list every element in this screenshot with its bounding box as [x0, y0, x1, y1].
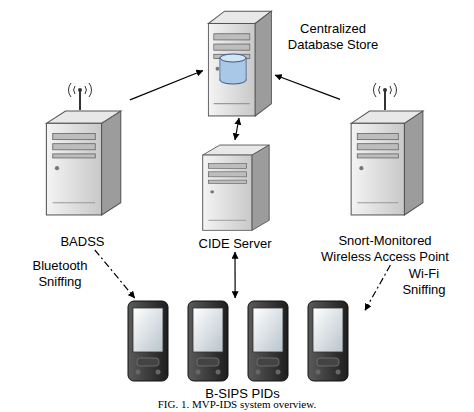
sniffing-link — [365, 265, 390, 310]
pda-icon — [188, 301, 228, 381]
node-box: Centralized Database Store — [203, 5, 275, 118]
node-label: B-SIPS PIDs — [120, 386, 365, 402]
node-label: CIDE Server — [185, 236, 285, 252]
database-cylinder — [220, 54, 246, 84]
node-box: Snort-Monitored Wireless Access Point — [340, 85, 430, 265]
node-box: BADSS — [35, 85, 130, 250]
sniffing-link — [95, 250, 135, 298]
node-label: Snort-Monitored Wireless Access Point — [315, 233, 455, 265]
data-link — [130, 71, 203, 100]
node-label: Centralized Database Store — [283, 21, 383, 53]
server-icon — [351, 111, 423, 215]
data-link — [235, 118, 239, 140]
pda-icon — [128, 301, 168, 381]
antenna-symbol — [373, 83, 396, 110]
node-box: B-SIPS PIDs — [120, 298, 365, 386]
server-icon — [203, 145, 270, 230]
server-icon — [208, 11, 271, 116]
edge-label: Bluetooth Sniffing — [28, 258, 92, 290]
node-label: BADSS — [35, 234, 130, 250]
edge-label: Wi-Fi Sniffing — [393, 266, 455, 298]
pda-icon — [308, 301, 348, 381]
antenna-symbol — [68, 83, 91, 110]
server-icon — [46, 111, 120, 215]
data-link — [234, 252, 235, 298]
pda-icon — [248, 301, 288, 381]
node-box: CIDE Server — [195, 140, 275, 252]
data-link — [275, 75, 340, 99]
